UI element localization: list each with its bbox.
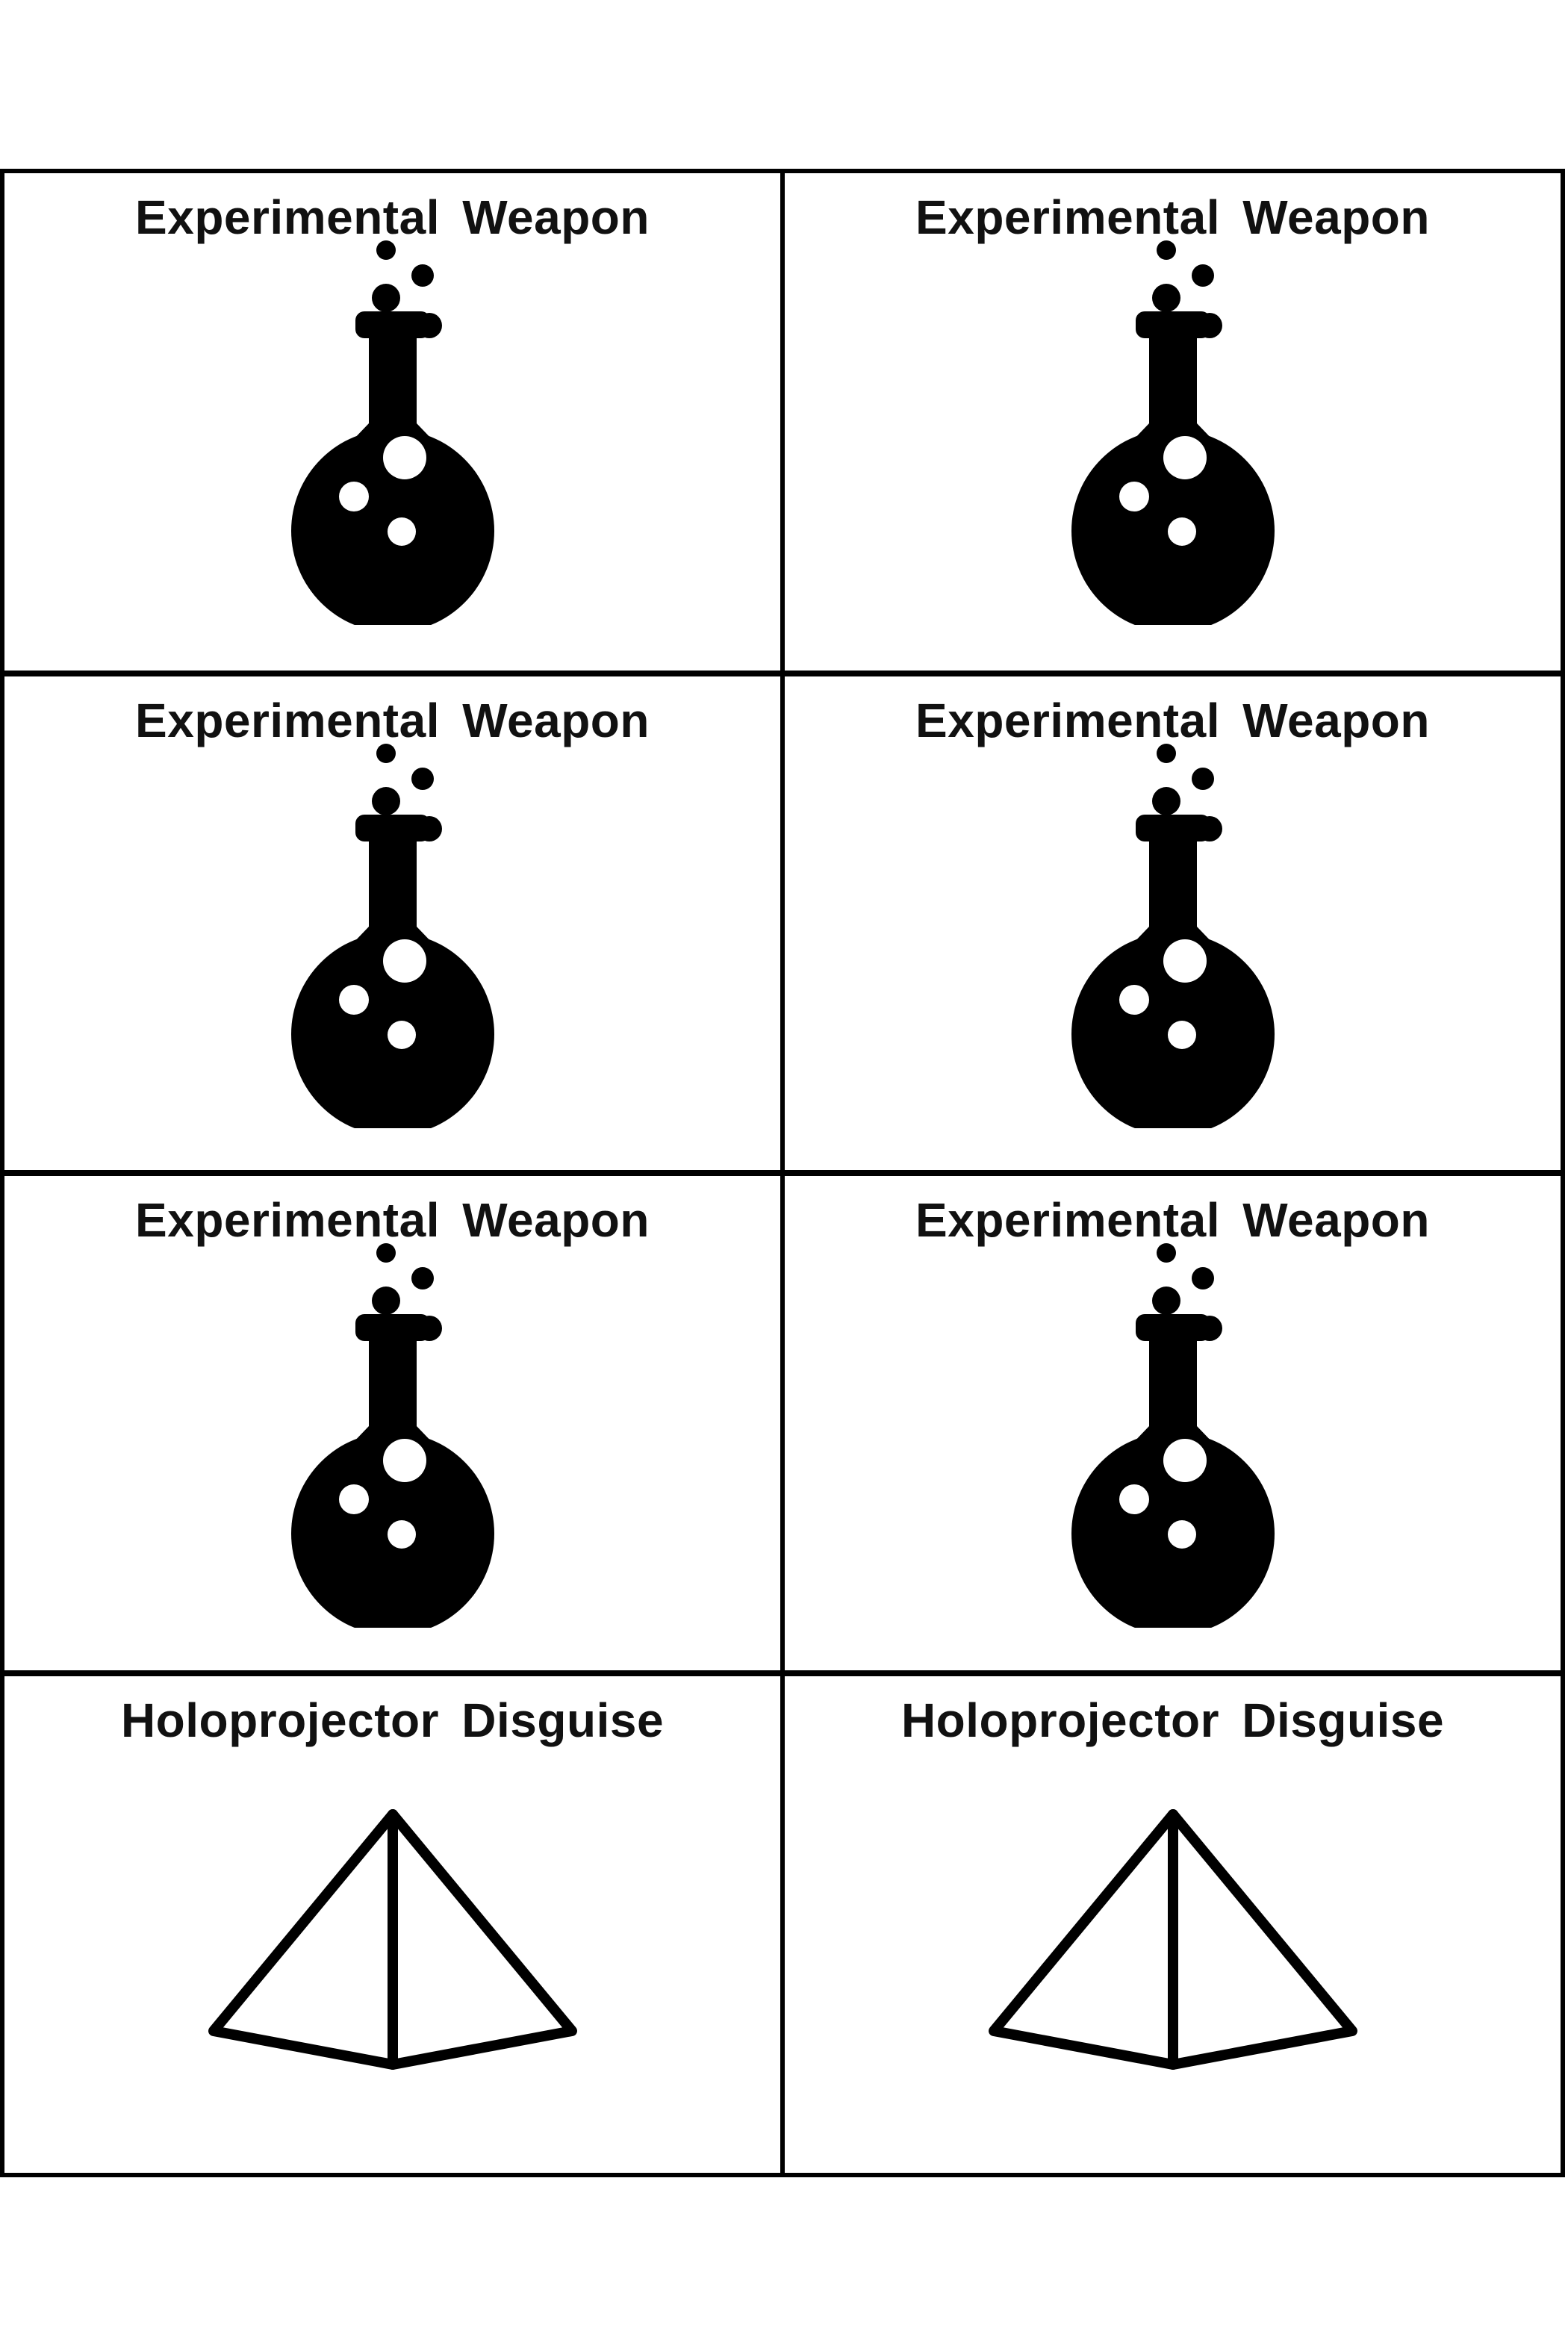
card-experimental-weapon[interactable]: Experimental Weapon <box>783 673 1561 1173</box>
card-experimental-weapon[interactable]: Experimental Weapon <box>783 173 1561 673</box>
flask-icon <box>281 237 505 625</box>
flask-icon <box>1061 740 1285 1128</box>
card-experimental-weapon[interactable]: Experimental Weapon <box>4 1173 783 1673</box>
pyramid-icon <box>199 1799 587 2098</box>
card-title: Experimental Weapon <box>135 190 650 244</box>
card-title: Experimental Weapon <box>915 693 1430 747</box>
card-title: Experimental Weapon <box>135 693 650 747</box>
card-title: Holoprojector Disguise <box>120 1693 665 1747</box>
flask-icon <box>281 740 505 1128</box>
card-title: Experimental Weapon <box>915 190 1430 244</box>
card-sheet: Experimental Weapon Experimental Weapon <box>0 169 1565 2177</box>
card-title: Experimental Weapon <box>915 1193 1430 1247</box>
card-experimental-weapon[interactable]: Experimental Weapon <box>783 1173 1561 1673</box>
flask-icon <box>1061 237 1285 625</box>
card-holoprojector-disguise[interactable]: Holoprojector Disguise <box>4 1673 783 2173</box>
pyramid-icon <box>979 1799 1367 2098</box>
card-title: Experimental Weapon <box>135 1193 650 1247</box>
card-experimental-weapon[interactable]: Experimental Weapon <box>4 673 783 1173</box>
flask-icon <box>1061 1239 1285 1628</box>
card-holoprojector-disguise[interactable]: Holoprojector Disguise <box>783 1673 1561 2173</box>
flask-icon <box>281 1239 505 1628</box>
card-experimental-weapon[interactable]: Experimental Weapon <box>4 173 783 673</box>
card-title: Holoprojector Disguise <box>900 1693 1445 1747</box>
